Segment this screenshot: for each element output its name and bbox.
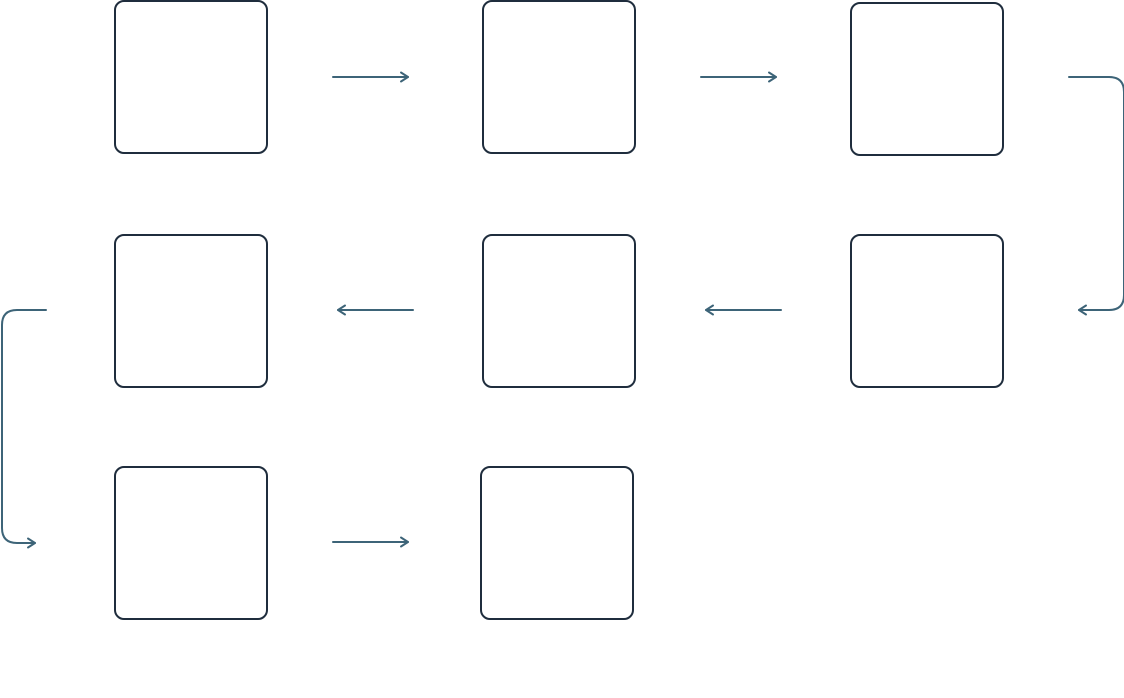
- node-box: [850, 2, 1004, 156]
- connector-arrow-6: [1, 309, 47, 549]
- connector-arrow-3: [1068, 76, 1124, 316]
- flow-node-7: [114, 466, 268, 620]
- flow-node-2: [482, 0, 636, 154]
- node-box: [480, 466, 634, 620]
- flow-node-6: [114, 234, 268, 388]
- nodes-layer: [114, 0, 1004, 620]
- flow-node-1: [114, 0, 268, 154]
- flow-node-3: [850, 2, 1004, 156]
- node-box: [114, 466, 268, 620]
- flow-node-5: [482, 234, 636, 388]
- node-box: [114, 234, 268, 388]
- flow-node-8: [480, 466, 634, 620]
- node-box: [482, 0, 636, 154]
- node-box: [850, 234, 1004, 388]
- connectors-layer: [1, 71, 1124, 549]
- node-box: [482, 234, 636, 388]
- node-box: [114, 0, 268, 154]
- flow-node-4: [850, 234, 1004, 388]
